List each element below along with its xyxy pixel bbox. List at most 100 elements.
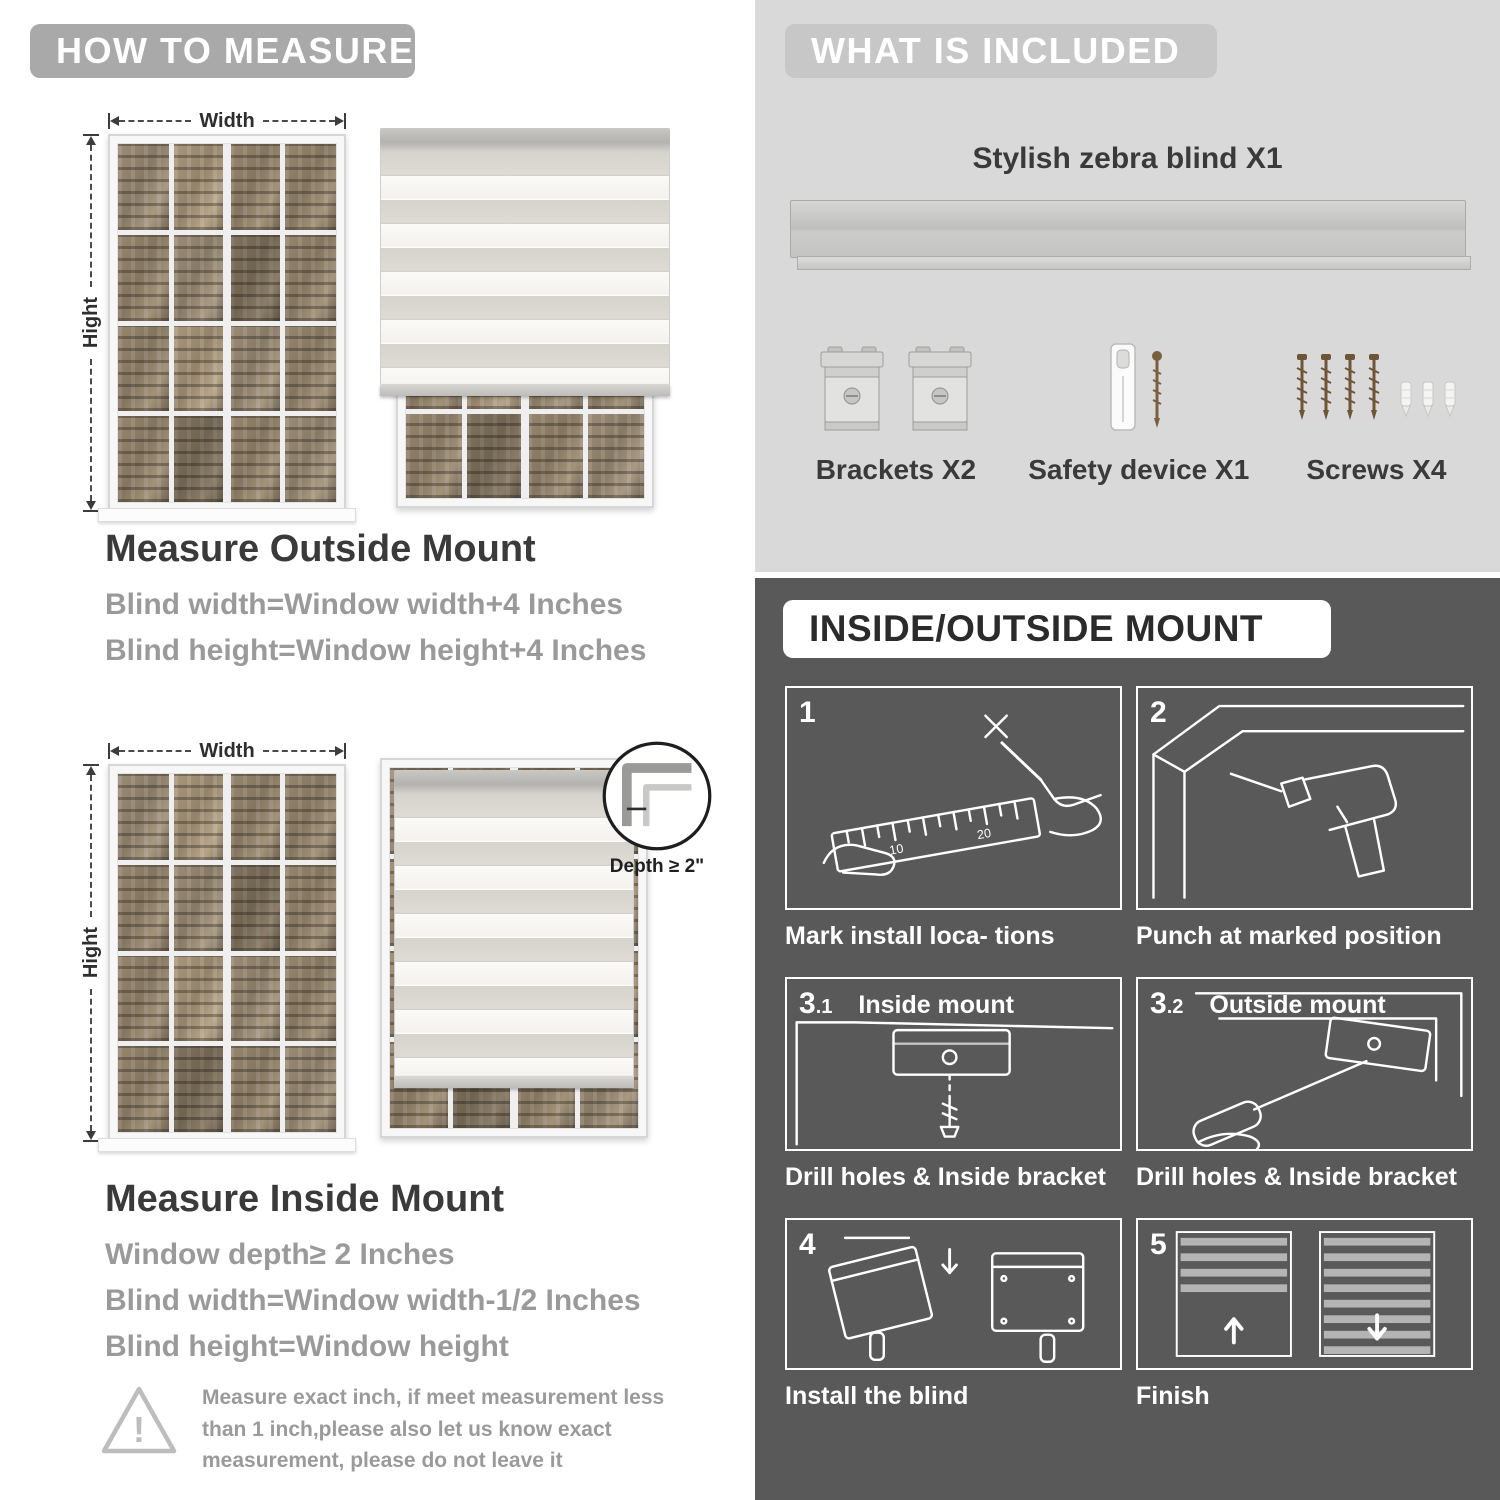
svg-text:!: ! bbox=[133, 1409, 145, 1450]
window-pane bbox=[229, 416, 281, 502]
depth-label: Depth ≥ 2" bbox=[609, 856, 705, 877]
window-pane bbox=[285, 774, 336, 860]
zebra-blind-graphic bbox=[394, 770, 634, 1088]
measure-tick bbox=[83, 510, 99, 512]
height-label: Hight bbox=[79, 297, 102, 349]
step-1-illustration: 10 20 bbox=[822, 714, 1102, 876]
step-number: 4 bbox=[799, 1228, 816, 1262]
window-glass bbox=[117, 143, 337, 503]
how-to-measure-header: HOW TO MEASURE bbox=[30, 24, 415, 78]
outside-mount-rule-width: Blind width=Window width+4 Inches bbox=[105, 588, 624, 621]
window-pane bbox=[406, 414, 462, 498]
step-num-text: 3 bbox=[1150, 987, 1167, 1020]
window-glass bbox=[117, 773, 337, 1133]
inside-outside-mount-section: INSIDE/OUTSIDE MOUNT 1 bbox=[755, 578, 1500, 1500]
blind-cassette bbox=[394, 770, 634, 794]
step-2-illustration bbox=[1152, 704, 1465, 899]
step-sub-text: .1 bbox=[815, 996, 833, 1018]
window-pane bbox=[285, 144, 336, 230]
included-items-row: Brackets X2 Safety device X1 bbox=[785, 338, 1482, 486]
window-pane bbox=[229, 864, 281, 951]
depth-detail: Depth ≥ 2" bbox=[596, 740, 718, 878]
outside-mount-illustration: Width Hight bbox=[79, 106, 680, 522]
safety-device-icon bbox=[1110, 343, 1162, 431]
width-label: Width bbox=[199, 109, 255, 132]
mount-steps-grid: 1 bbox=[785, 686, 1473, 1437]
width-measure-arrow: Width bbox=[108, 740, 347, 762]
what-is-included-title: WHAT IS INCLUDED bbox=[811, 30, 1181, 71]
svg-text:10: 10 bbox=[888, 841, 904, 857]
measure-dash bbox=[90, 988, 92, 1131]
measure-dash bbox=[119, 120, 192, 122]
window-pane bbox=[229, 1046, 281, 1132]
window-pane bbox=[118, 325, 169, 412]
measure-dash bbox=[119, 750, 192, 752]
arrowhead-right-icon bbox=[335, 116, 345, 126]
step-num-text: 4 bbox=[799, 1228, 816, 1261]
zebra-blind-label: Stylish zebra blind X1 bbox=[972, 142, 1283, 175]
warning-triangle-icon: ! bbox=[101, 1386, 177, 1454]
step-4-illustration bbox=[828, 1236, 1085, 1363]
step-3-1-caption: Drill holes & Inside bracket bbox=[785, 1163, 1106, 1191]
mount-step-5: 5 bbox=[1136, 1218, 1473, 1411]
step-5-illustration bbox=[1175, 1231, 1436, 1357]
svg-text:20: 20 bbox=[976, 826, 992, 842]
arrowhead-up-icon bbox=[86, 766, 96, 775]
outside-mount-title: Measure Outside Mount bbox=[105, 528, 536, 570]
window-pane bbox=[285, 325, 336, 412]
window-pane bbox=[118, 416, 169, 502]
mount-step-1: 1 bbox=[785, 686, 1122, 951]
window-pane bbox=[173, 144, 225, 230]
window-pane bbox=[285, 234, 336, 321]
step-number: 5 bbox=[1150, 1228, 1167, 1262]
blind-slats bbox=[380, 152, 670, 384]
depth-corner-zoom-icon bbox=[602, 741, 712, 851]
inside-mount-rule-width: Blind width=Window width-1/2 Inches bbox=[105, 1284, 641, 1317]
step-2-panel: 2 bbox=[1136, 686, 1473, 910]
inside-mount-title: Measure Inside Mount bbox=[105, 1178, 505, 1220]
width-measure-arrow: Width bbox=[108, 109, 347, 132]
step-5-caption: Finish bbox=[1136, 1382, 1210, 1410]
step-3-1-illustration bbox=[795, 1021, 1114, 1146]
mount-header: INSIDE/OUTSIDE MOUNT bbox=[783, 600, 1331, 658]
safety-device-label: Safety device X1 bbox=[1028, 454, 1250, 485]
window-pane bbox=[118, 774, 169, 860]
measure-tick bbox=[83, 1140, 99, 1142]
window-pane bbox=[285, 1046, 336, 1132]
step-tag-text: Outside mount bbox=[1209, 991, 1386, 1019]
step-2-caption: Punch at marked position bbox=[1136, 922, 1442, 950]
arrowhead-left-icon bbox=[110, 116, 119, 126]
included-item-screws: Screws X4 bbox=[1271, 342, 1482, 486]
screws-icon bbox=[1295, 352, 1456, 422]
what-is-included-section: WHAT IS INCLUDED Stylish zebra blind X1 bbox=[755, 0, 1500, 572]
measure-dash bbox=[90, 358, 92, 501]
outside-mount-rule-height: Blind height=Window height+4 Inches bbox=[105, 634, 647, 667]
height-label: Hight bbox=[79, 927, 102, 979]
step-num-text: 3 bbox=[799, 987, 816, 1020]
arrowhead-down-icon bbox=[86, 501, 96, 510]
measure-dash bbox=[262, 750, 336, 752]
measurement-note: ! Measure exact inch, if meet measuremen… bbox=[98, 1382, 688, 1477]
window-pane bbox=[118, 144, 169, 230]
measure-tick bbox=[83, 134, 99, 136]
inside-mount-rule-height: Blind height=Window height bbox=[105, 1330, 509, 1363]
window-pane bbox=[173, 416, 225, 502]
blind-bottom-rail bbox=[380, 384, 670, 396]
brackets-label: Brackets X2 bbox=[815, 454, 977, 485]
step-num-text: 1 bbox=[799, 696, 816, 729]
step-3-2-caption: Drill holes & Inside bracket bbox=[1136, 1163, 1457, 1191]
arrowhead-right-icon bbox=[335, 746, 345, 756]
window-pane bbox=[173, 955, 225, 1042]
window-pane bbox=[173, 774, 225, 860]
step-number: 2 bbox=[1150, 696, 1167, 730]
window-pane bbox=[588, 414, 644, 498]
measure-tick bbox=[83, 764, 99, 766]
window-pane bbox=[285, 864, 336, 951]
inside-mount-illustration: Width Hight bbox=[80, 736, 740, 1160]
